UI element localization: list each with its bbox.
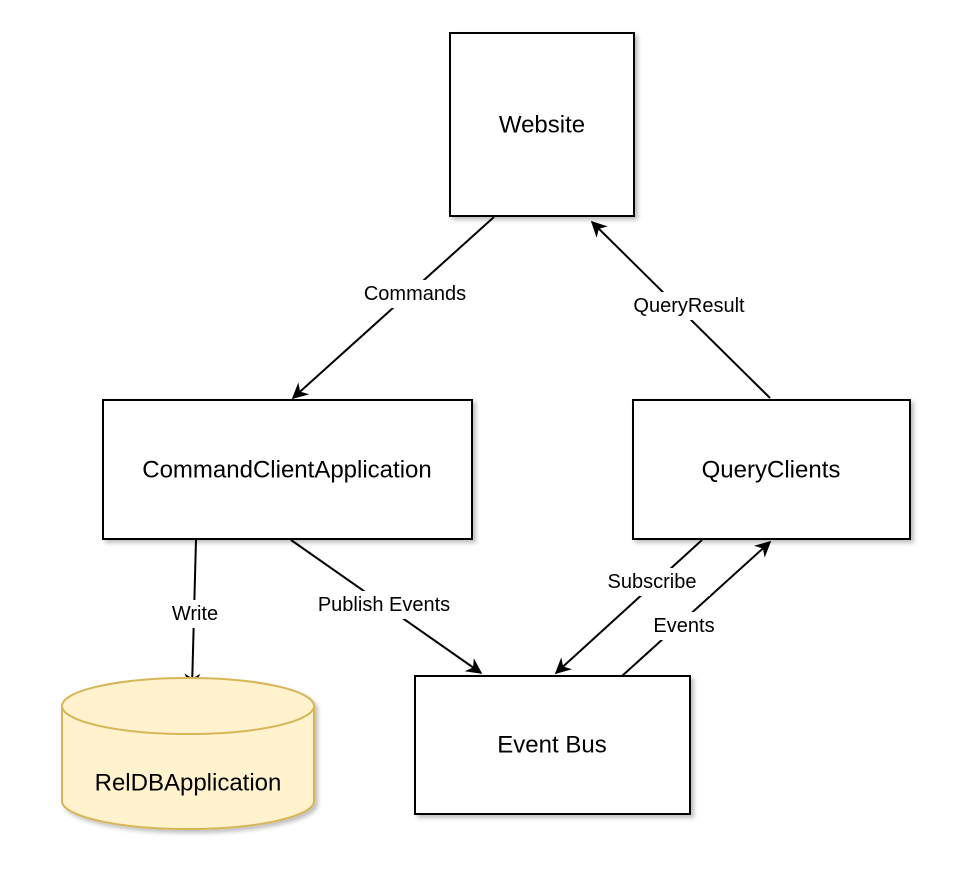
node-reldb-application[interactable]: RelDBApplication xyxy=(61,677,315,830)
node-event-bus-label: Event Bus xyxy=(497,732,606,759)
svg-text:Events: Events xyxy=(653,615,714,637)
node-website[interactable]: Website xyxy=(449,32,635,217)
node-query-clients-label: QueryClients xyxy=(702,457,841,484)
svg-text:QueryResult: QueryResult xyxy=(633,295,745,317)
svg-text:Subscribe: Subscribe xyxy=(608,571,697,593)
edge-label-subscribe: Subscribe xyxy=(594,568,710,596)
edge-label-query-result: QueryResult xyxy=(615,292,763,320)
edge-subscribe xyxy=(554,539,703,675)
svg-text:Publish Events: Publish Events xyxy=(318,594,450,616)
edge-label-write: Write xyxy=(163,600,227,628)
edge-label-events: Events xyxy=(642,612,724,640)
node-query-clients[interactable]: QueryClients xyxy=(632,399,911,540)
edge-label-publish-events: Publish Events xyxy=(297,591,471,619)
node-event-bus[interactable]: Event Bus xyxy=(414,675,691,815)
node-reldb-label: RelDBApplication xyxy=(95,770,282,797)
edge-label-commands: Commands xyxy=(348,280,482,308)
database-cylinder-top xyxy=(61,677,315,735)
svg-text:Commands: Commands xyxy=(364,283,466,305)
node-command-client-label: CommandClientApplication xyxy=(142,457,431,484)
edge-events xyxy=(621,540,772,677)
database-cylinder-body xyxy=(61,706,315,830)
node-website-label: Website xyxy=(499,112,585,139)
node-command-client-application[interactable]: CommandClientApplication xyxy=(102,399,473,540)
svg-text:Write: Write xyxy=(172,603,218,625)
